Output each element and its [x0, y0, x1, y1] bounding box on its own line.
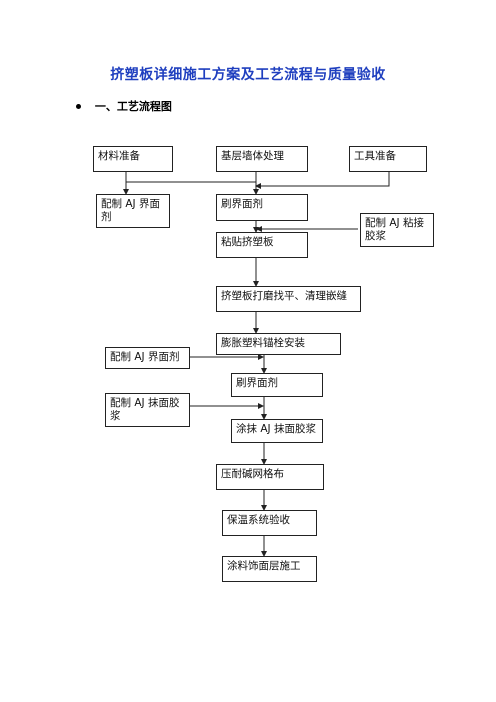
document-title: 挤塑板详细施工方案及工艺流程与质量验收: [110, 67, 386, 83]
node-mix-bonding: 配制 AJ 粘接胶浆: [360, 213, 434, 247]
node-tools: 工具准备: [349, 146, 427, 172]
node-mix-plaster: 配制 AJ 抹面胶浆: [105, 393, 190, 427]
edge-tools-to-main: [255, 172, 390, 189]
node-brush-interface-1: 刷界面剂: [216, 194, 308, 221]
node-paste-xps: 粘贴挤塑板: [216, 232, 308, 258]
node-coating: 涂料饰面层施工: [222, 556, 317, 582]
node-sand-level: 挤塑板打磨找平、清理嵌缝: [216, 286, 361, 312]
node-press-mesh: 压耐碱网格布: [216, 464, 324, 490]
node-base-wall: 基层墙体处理: [216, 146, 308, 172]
section-heading-text: 一、工艺流程图: [94, 100, 172, 113]
node-mix-interface-2: 配制 AJ 界面剂: [105, 347, 190, 369]
node-anchor-install: 膨胀塑料锚栓安装: [216, 333, 341, 355]
section-heading: 一、工艺流程图: [76, 98, 172, 114]
node-materials: 材料准备: [93, 146, 173, 172]
node-insulation-check: 保温系统验收: [222, 510, 317, 536]
node-mix-interface-1: 配制 AJ 界面剂: [96, 194, 170, 228]
node-brush-interface-2: 刷界面剂: [231, 373, 323, 397]
node-apply-plaster: 涂抹 AJ 抹面胶浆: [231, 419, 323, 443]
bullet-icon: [76, 103, 81, 109]
